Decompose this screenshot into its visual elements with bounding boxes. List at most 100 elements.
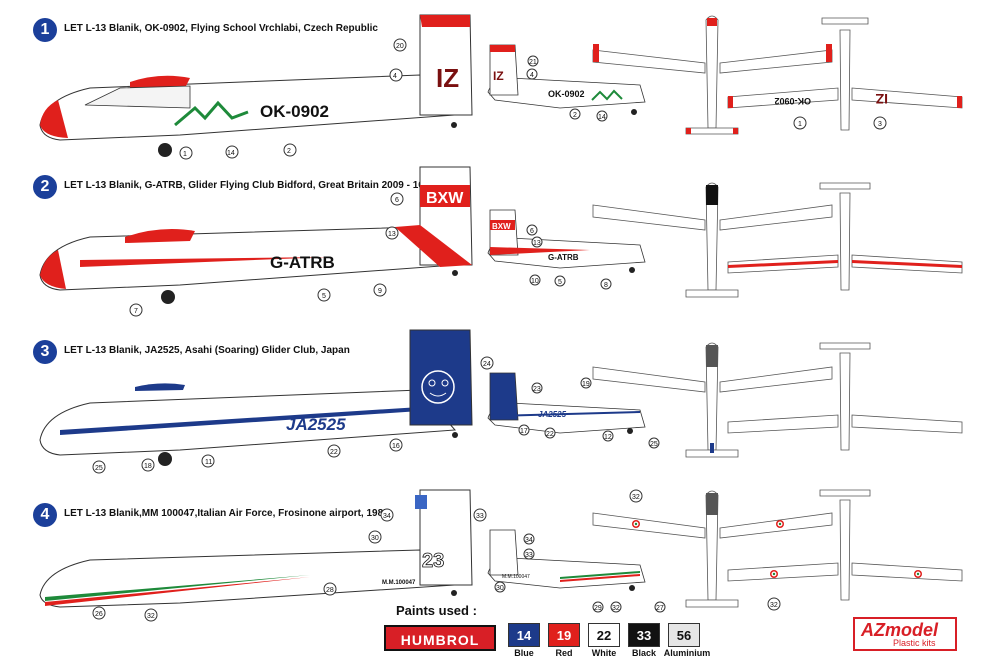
registration-small: M.M.100047 [502,574,530,580]
logo-sub: Plastic kits [893,638,936,648]
callout: 21 [529,59,537,66]
callout: 33 [525,552,533,559]
callout: 13 [388,231,396,238]
top-view [592,342,833,458]
tail-code-text: 23 [422,550,444,572]
registration-text: JA2525 [286,415,346,434]
bottom-view: OK-0902 IZ 1 3 [727,17,963,131]
callout: 16 [392,443,400,450]
callout: 17 [520,428,528,435]
callout: 34 [525,537,533,544]
callout: 30 [496,585,504,592]
paint-swatch-blue: 14 [508,623,540,647]
callout: 2 [573,112,577,119]
callout: 30 [371,535,379,542]
azmodel-logo: AZmodel Plastic kits [853,617,957,651]
side-view-large: BXW G-ATRB 6 13 5 9 7 [39,166,473,317]
tail-code-text: BXW [426,190,464,207]
callout: 1 [798,121,802,128]
paint-name: Black [631,648,657,658]
humbrol-logo: HUMBROL [384,625,496,651]
scheme-title: LET L-13 Blanik, G-ATRB, Glider Flying C… [64,180,424,191]
callout: 6 [395,197,399,204]
scheme-3-drawings: JA2525 24 16 22 11 18 25 JA2525 23 19 17 [39,329,963,474]
side-view-large: JA2525 24 16 22 11 18 25 [39,329,494,474]
callout: 5 [558,279,562,286]
scheme-title: LET L-13 Blanik, OK-0902, Flying School … [64,23,378,34]
scheme-2-drawings: BXW G-ATRB 6 13 5 9 7 BXW G-ATRB 6 13 [39,166,963,317]
callout: 4 [530,72,534,79]
bottom-view [727,182,963,291]
tail-code-text: IZ [436,63,459,93]
tail-code-small: IZ [493,69,504,83]
callout: 32 [632,494,640,501]
callout: 7 [134,308,138,315]
side-view-small: BXW G-ATRB 6 13 10 5 8 [487,209,646,290]
registration-text: OK-0902 [260,102,329,121]
callout: 27 [656,605,664,612]
top-view [592,15,833,135]
registration-text: G-ATRB [270,253,335,272]
callout: 14 [227,150,235,157]
scheme-1: 1 LET L-13 Blanik, OK-0902, Flying Schoo… [0,0,1000,165]
callout: 13 [533,240,541,247]
bottom-view [727,342,963,451]
scheme-number-badge: 2 [33,175,57,199]
callout: 28 [326,587,334,594]
callout: 22 [546,431,554,438]
paint-swatch-red: 19 [548,623,580,647]
callout: 2 [287,148,291,155]
callout: 22 [330,449,338,456]
callout: 3 [878,121,882,128]
side-view-small: M.M.100047 34 33 30 29 32 27 [487,529,666,613]
callout: 29 [594,605,602,612]
callout: 18 [144,463,152,470]
scheme-1-drawings: OK-0902 IZ 20 4 1 14 2 IZ OK-0902 21 4 2 [39,14,963,160]
callout: 24 [483,361,491,368]
bottom-code: IZ [875,91,888,107]
tail-code-small: BXW [492,222,511,231]
callout: 9 [378,288,382,295]
scheme-4-drawings: 23 M.M.100047 34 33 30 28 26 32 M.M.1000… [39,489,963,622]
paints-label: Paints used : [396,603,477,618]
registration-small: G-ATRB [548,253,579,262]
callout: 12 [604,434,612,441]
side-view-small: JA2525 23 19 17 22 12 25 [487,372,660,449]
paint-name: Red [555,648,573,658]
scheme-3: 3 LET L-13 Blanik, JA2525, Asahi (Soarin… [0,325,1000,485]
logo-brand: AZmodel [861,620,939,640]
registration-text: M.M.100047 [382,580,416,586]
callout: 1 [183,151,187,158]
paint-swatch-black: 33 [628,623,660,647]
scheme-number-badge: 3 [33,340,57,364]
callout: 10 [531,278,539,285]
top-view [592,182,833,298]
bottom-registration: OK-0902 [774,96,811,106]
callout: 11 [205,459,212,466]
callout: 25 [650,441,658,448]
callout: 32 [770,602,778,609]
side-view-large: OK-0902 IZ 20 4 1 14 2 [39,14,473,160]
callout: 6 [530,228,534,235]
callout: 4 [393,73,397,80]
callout: 23 [533,386,541,393]
callout: 32 [147,613,155,620]
paint-name: White [591,648,617,658]
scheme-2: 2 LET L-13 Blanik, G-ATRB, Glider Flying… [0,165,1000,325]
callout: 25 [95,465,103,472]
scheme-title: LET L-13 Blanik, JA2525, Asahi (Soaring)… [64,345,350,356]
registration-small: OK-0902 [548,89,585,99]
scheme-number-badge: 1 [33,18,57,42]
paint-swatch-aluminium: 56 [668,623,700,647]
scheme-number-badge: 4 [33,503,57,527]
callout: 19 [582,381,590,388]
scheme-4: 4 LET L-13 Blanik,MM 100047,Italian Air … [0,485,1000,622]
top-view: 32 [592,489,833,608]
callout: 32 [612,605,620,612]
callout: 8 [604,282,608,289]
registration-small: JA2525 [538,410,567,419]
paint-name: Blue [514,648,534,658]
side-view-small: IZ OK-0902 21 4 2 14 [487,44,646,122]
paint-swatch-white: 22 [588,623,620,647]
side-view-large: 23 M.M.100047 34 33 30 28 26 32 [39,489,487,622]
